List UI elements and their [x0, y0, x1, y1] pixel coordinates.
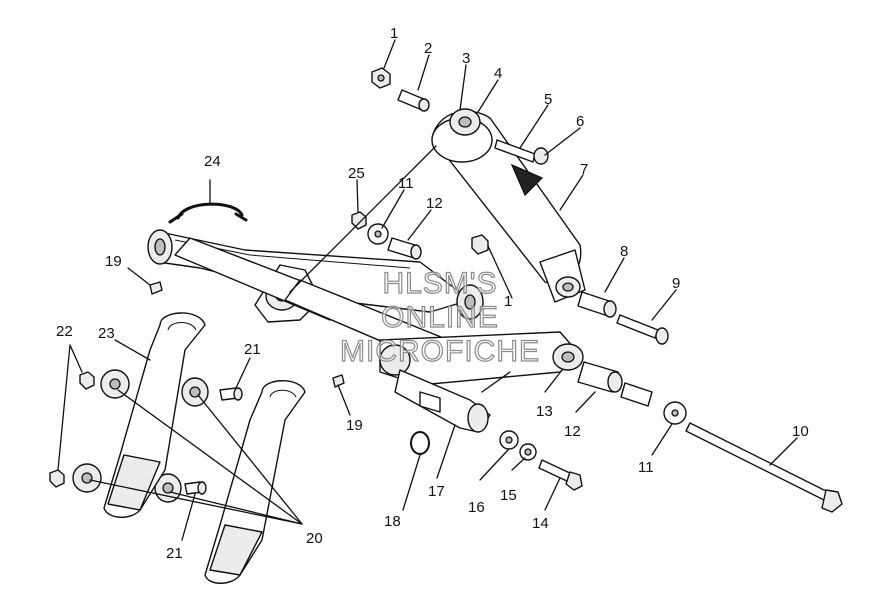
watermark-line-2: ONLINE	[381, 301, 499, 334]
callout-10: 10	[792, 423, 809, 440]
callout-12-upper: 12	[426, 195, 443, 212]
callout-7: 7	[580, 161, 588, 178]
callout-11-lower: 11	[638, 459, 654, 476]
callout-8: 8	[620, 243, 628, 260]
watermark-line-1: HLSM'S	[382, 267, 497, 300]
callout-14: 14	[532, 515, 549, 532]
callout-20: 20	[306, 530, 323, 547]
callout-16: 16	[468, 499, 485, 516]
callout-17: 17	[428, 483, 445, 500]
callout-19-right: 19	[346, 417, 363, 434]
callout-2: 2	[424, 40, 432, 57]
callout-21-upper: 21	[244, 341, 261, 358]
callout-4: 4	[494, 65, 502, 82]
callout-24: 24	[204, 153, 221, 170]
callout-9: 9	[672, 275, 680, 292]
callout-numbers: 1 2 3 4 5 6 7 8 9 10 11 12 25 24 19 1 23…	[56, 25, 809, 562]
leader-lines	[57, 39, 798, 541]
callout-25: 25	[348, 165, 365, 182]
watermark: HLSM'S ONLINE MICROFICHE	[339, 266, 540, 368]
callout-13: 13	[536, 403, 553, 420]
callout-22: 22	[56, 323, 73, 340]
callout-1-mid: 1	[504, 293, 512, 310]
callout-18: 18	[384, 513, 401, 530]
callout-19-left: 19	[105, 253, 122, 270]
callout-21-lower: 21	[166, 545, 183, 562]
callout-12-lower: 12	[564, 423, 581, 440]
links	[103, 312, 306, 584]
hardware	[49, 67, 843, 513]
callout-11-upper: 11	[398, 175, 414, 192]
callout-1-top: 1	[390, 25, 398, 42]
clip-24-shape	[168, 202, 248, 224]
callout-23: 23	[98, 325, 115, 342]
callout-6: 6	[576, 113, 584, 130]
callout-15: 15	[500, 487, 517, 504]
lower-arm	[379, 331, 584, 433]
callout-3: 3	[462, 50, 470, 67]
watermark-line-3: MICROFICHE	[340, 335, 540, 368]
shock-absorber	[431, 108, 586, 303]
callout-5: 5	[544, 91, 552, 108]
